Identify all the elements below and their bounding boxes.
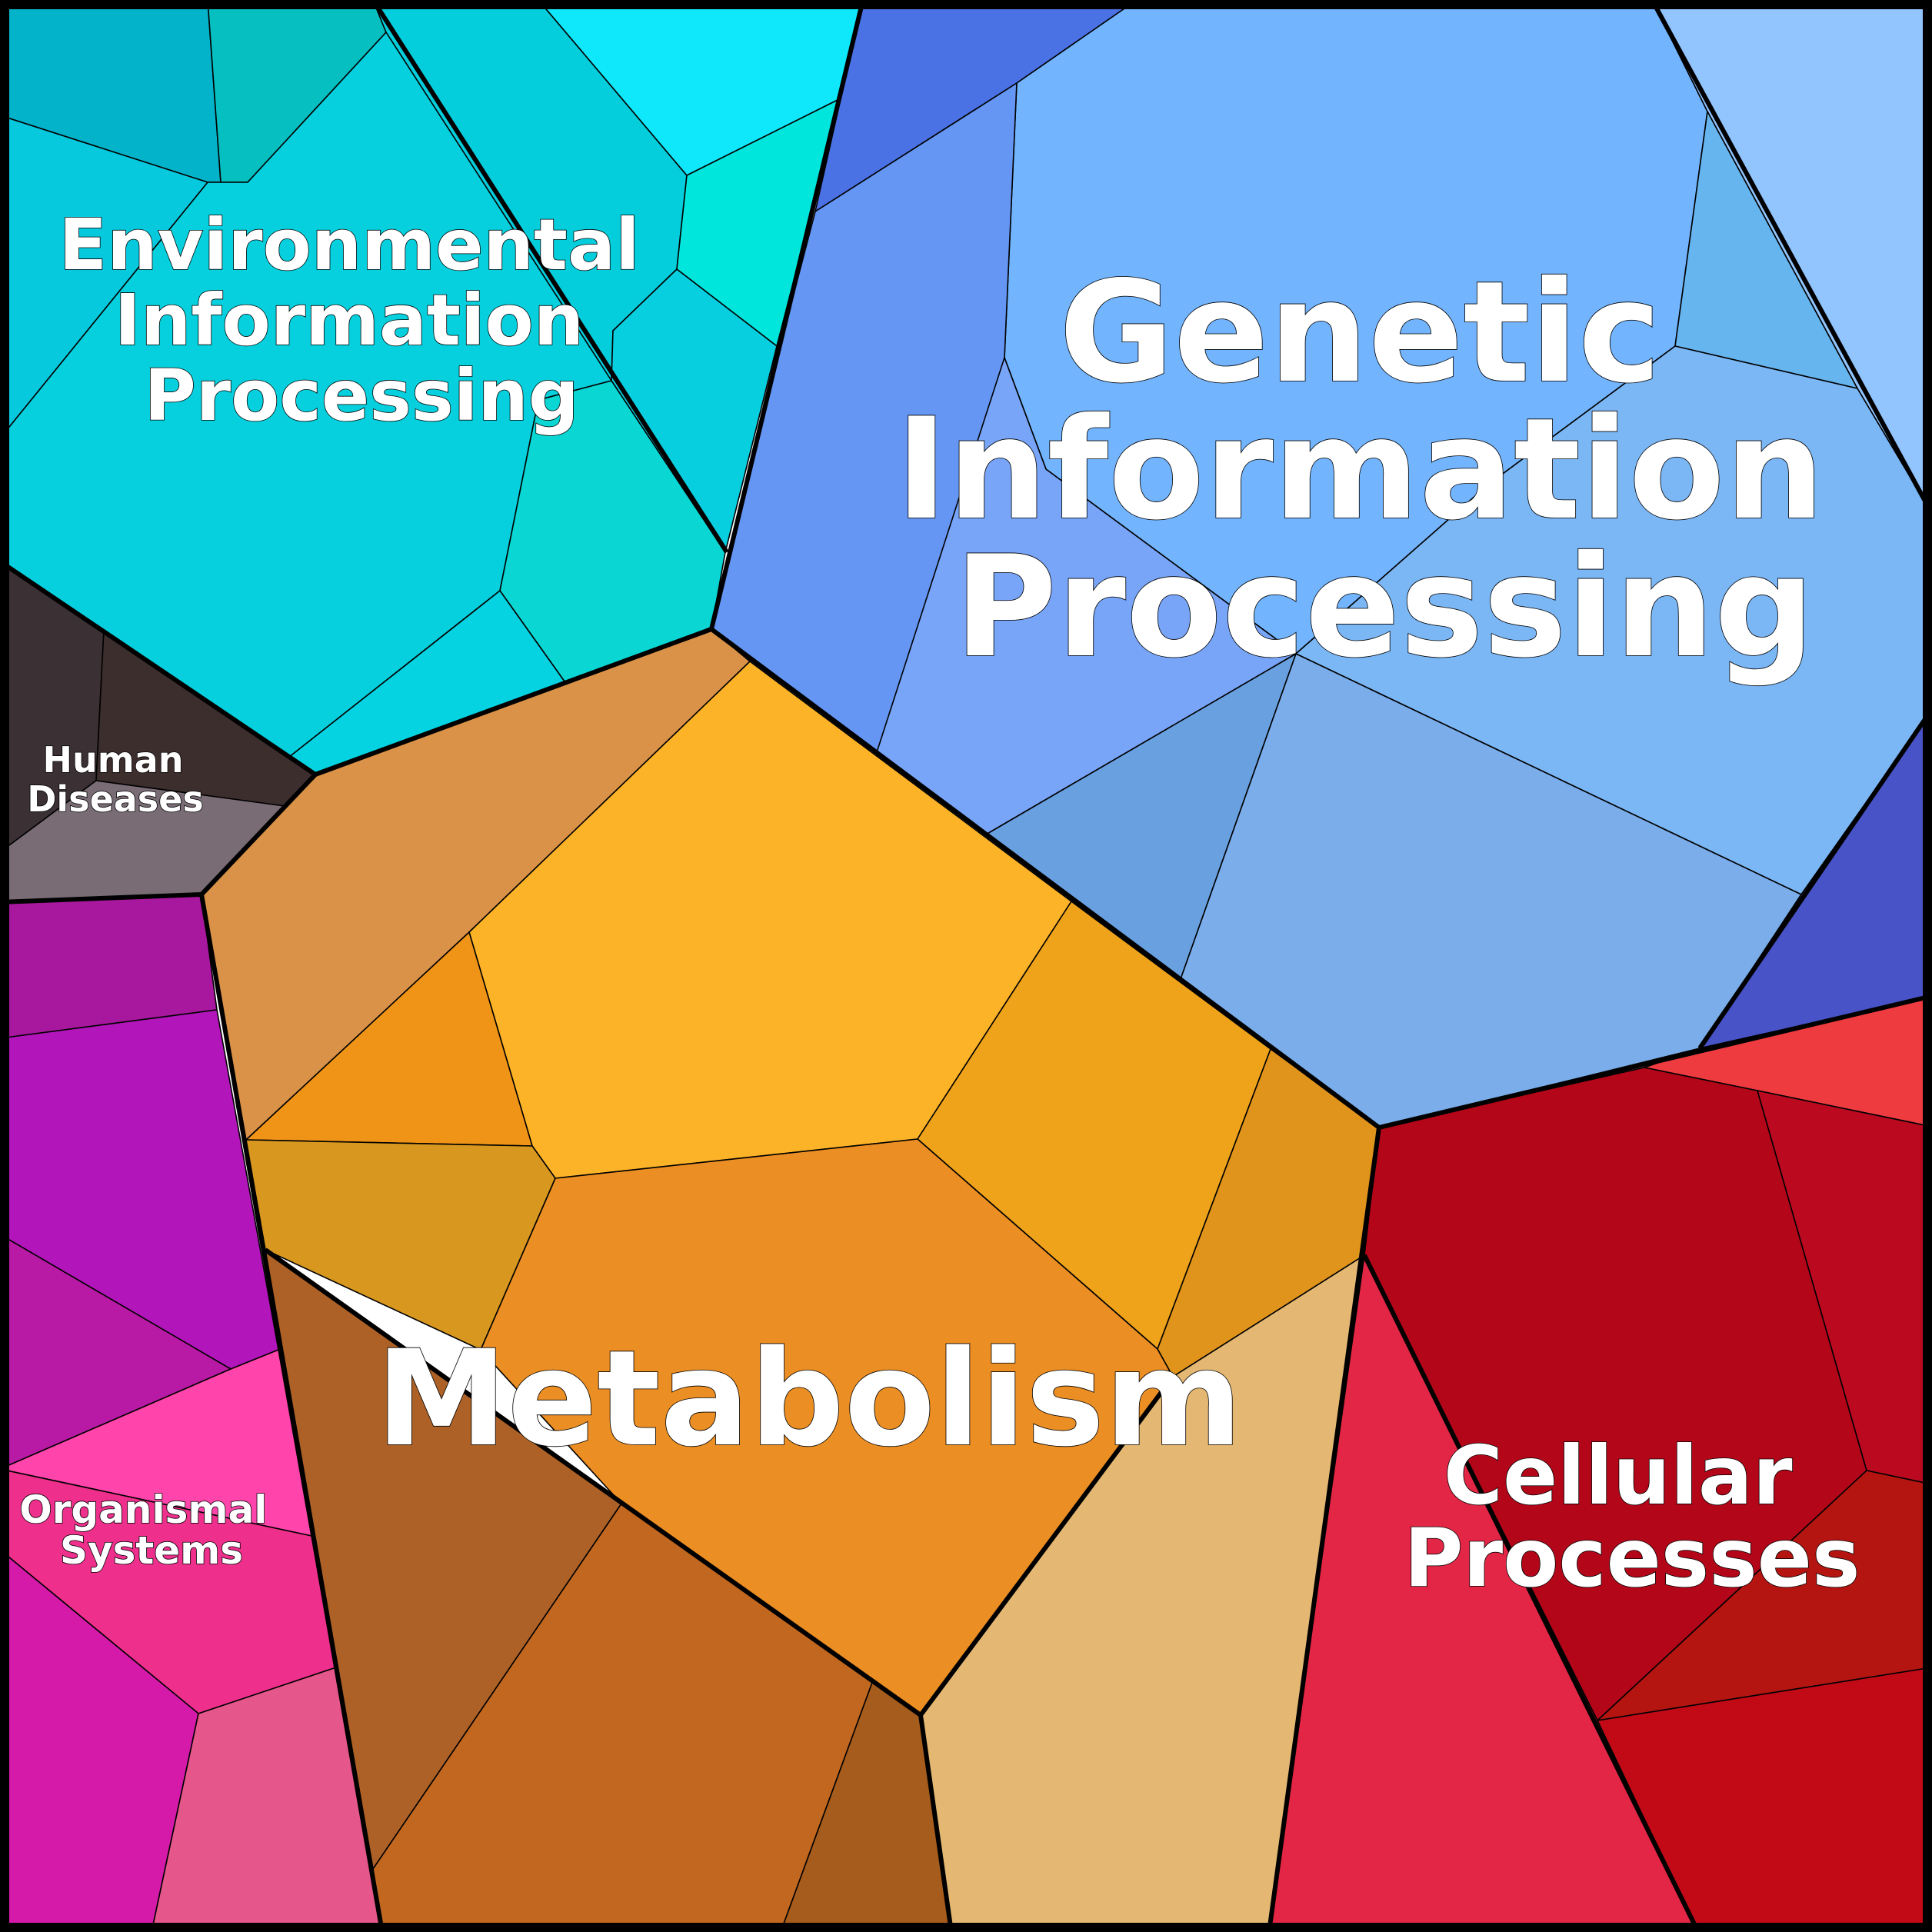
environmental-information-processing-region[interactable] [0, 0, 864, 775]
label-metabolism: Metabolism [376, 1321, 1243, 1476]
label-genetic-information-processing: Genetic Information Processing [895, 251, 1873, 688]
cellular-cell[interactable] [1597, 1470, 1932, 1721]
label-cellular-processes: Cellular Processes [1404, 1429, 1860, 1605]
organismal-cell[interactable] [151, 1667, 383, 1932]
metabolism-region[interactable] [201, 628, 1380, 1932]
organismal-cell[interactable] [0, 1549, 199, 1932]
label-human-diseases: Human Diseases [27, 739, 204, 820]
label-environmental-information-processing: Environmental Information Processing [58, 204, 664, 437]
cellular-cell[interactable] [1757, 1090, 1932, 1485]
human-diseases-region[interactable] [0, 561, 316, 903]
organismal-systems-region[interactable] [0, 894, 383, 1932]
label-organismal-systems: Organismal Systems [19, 1487, 281, 1573]
cellular-processes-region[interactable] [1268, 995, 1932, 1932]
